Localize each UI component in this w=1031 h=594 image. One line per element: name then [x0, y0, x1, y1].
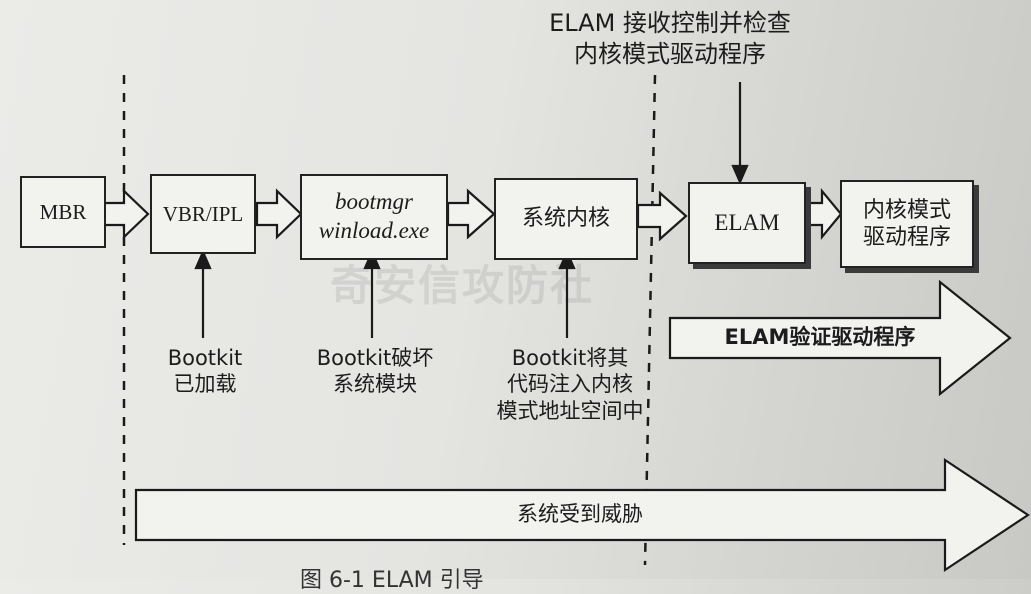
winload-label: winload.exe	[318, 218, 430, 243]
bootkit-loaded-arrowhead	[194, 249, 212, 270]
bootkit-loaded-line-2: 已加载	[173, 372, 237, 397]
annotation-line-1: ELAM 接收控制并检查	[549, 9, 791, 37]
bootkit-inject-line-3: 模式地址空间中	[496, 398, 644, 423]
annotation-line-2: 内核模式驱动程序	[574, 40, 766, 69]
hollow-arrow-mbr-vbr	[102, 188, 150, 240]
elam-verify-arrow	[668, 279, 1012, 397]
mbr-box: MBR	[20, 176, 106, 248]
vbr-ipl-label: VBR/IPL	[162, 201, 244, 226]
kernel-mode-driver-box: 内核模式 驱动程序	[840, 180, 974, 268]
watermark: 奇安信攻防社	[330, 261, 595, 310]
mbr-label: MBR	[39, 199, 87, 224]
figure-caption: 图 6-1 ELAM 引导	[300, 568, 484, 593]
vbr-ipl-box: VBR/IPL	[150, 174, 256, 254]
kernel-label: 系统内核	[521, 206, 610, 232]
bootkit-loaded-label: Bootkit 已加载	[150, 345, 260, 398]
bootkit-corrupt-line-2: 系统模块	[333, 372, 417, 397]
threat-label: 系统受到威胁	[517, 502, 643, 526]
elam-label: ELAM	[714, 209, 780, 235]
bootkit-corrupt-label: Bootkit破坏 系统模块	[300, 345, 450, 398]
bootkit-inject-line-2: 代码注入内核	[507, 372, 633, 397]
elam-box: ELAM	[688, 182, 806, 264]
elam-boot-diagram: 奇安信攻防社 ELAM 接收控制	[20, 8, 1030, 593]
bootkit-corrupt-arrowhead	[363, 249, 381, 270]
bootkit-inject-line-1: Bootkit将其	[511, 346, 629, 370]
elam-control-annotation: ELAM 接收控制并检查 内核模式驱动程序	[535, 8, 805, 70]
bootkit-corrupt-line-1: Bootkit破坏	[316, 346, 434, 370]
bootkit-inject-label: Bootkit将其 代码注入内核 模式地址空间中	[480, 345, 660, 424]
hollow-arrow-bootmgr-kernel	[446, 188, 496, 240]
diagram-lines	[102, 74, 1030, 573]
hollow-arrow-vbr-bootmgr	[255, 188, 303, 240]
bootkit-inject-arrowhead	[558, 249, 576, 270]
elam-control-arrowhead	[731, 164, 749, 185]
threat-arrow	[134, 457, 1030, 573]
bootmgr-label: bootmgr	[335, 189, 413, 215]
hollow-arrow-kernel-elam	[636, 190, 688, 242]
bootkit-loaded-line-1: Bootkit	[167, 346, 243, 370]
kmd-label-line-2: 驱动程序	[862, 225, 951, 250]
kernel-box: 系统内核	[494, 178, 638, 260]
bootmgr-box: bootmgr winload.exe	[300, 174, 448, 260]
kmd-label-line-1: 内核模式	[862, 197, 951, 223]
elam-verify-label: ELAM验证驱动程序	[724, 325, 916, 349]
hollow-arrow-elam-kmd	[806, 187, 843, 241]
